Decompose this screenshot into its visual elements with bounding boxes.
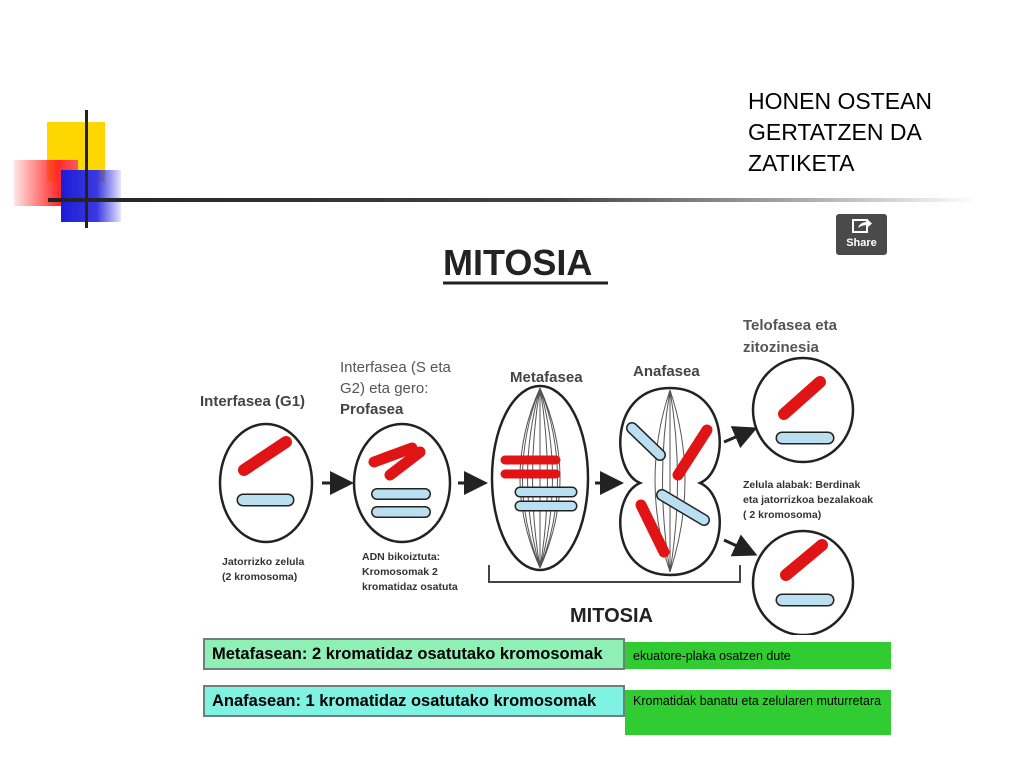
arrow-5 (724, 540, 752, 553)
cell-daughter-top (753, 358, 853, 462)
stage-title-metaphase: Metafasea (510, 369, 583, 386)
cell-anaphase (620, 388, 719, 575)
caption-telophase-line-1: Zelula alabak: Berdinak (743, 479, 860, 491)
caption-prophase-line-3: kromatidaz osatuta (362, 581, 458, 593)
decorative-horizontal-line (48, 198, 978, 202)
bracket-label: MITOSIA (570, 605, 653, 627)
metaphase-summary-box: Metafasean: 2 kromatidaz osatutako kromo… (203, 638, 625, 670)
caption-g1-line-2: (2 kromosoma) (222, 571, 297, 583)
metaphase-note: ekuatore-plaka osatzen dute (625, 642, 891, 669)
caption-telophase-line-3: ( 2 kromosoma) (743, 509, 821, 521)
stage-title-telophase-line-1: Telofasea eta (743, 317, 838, 334)
cell-prophase (354, 424, 450, 542)
slide-heading: HONEN OSTEAN GERTATZEN DA ZATIKETA (748, 86, 932, 179)
stage-title-prophase-line-1: Interfasea (S eta (340, 359, 452, 376)
heading-line-1: HONEN OSTEAN (748, 86, 932, 117)
decorative-blue-square (61, 170, 121, 222)
stage-title-anaphase: Anafasea (633, 363, 700, 380)
caption-g1-line-1: Jatorrizko zelula (222, 556, 304, 568)
diagram-title: MITOSIA (443, 242, 592, 283)
stage-title-prophase-bold: Profasea (340, 401, 404, 418)
anaphase-summary-box: Anafasean: 1 kromatidaz osatutako kromos… (203, 685, 625, 717)
anaphase-note: Kromatidak banatu eta zelularen muturret… (625, 690, 891, 735)
stage-title-g1: Interfasea (G1) (200, 393, 305, 410)
heading-line-2: GERTATZEN DA (748, 117, 932, 148)
arrow-4 (724, 430, 752, 442)
cell-metaphase (492, 386, 588, 570)
decorative-vertical-line (85, 110, 88, 228)
caption-prophase-line-1: ADN bikoiztuta: (362, 551, 440, 563)
stage-title-telophase-line-2: zitozinesia (743, 339, 820, 356)
share-icon (836, 214, 887, 238)
caption-prophase-line-2: Kromosomak 2 (362, 566, 438, 578)
cell-g1 (220, 424, 312, 542)
stage-title-prophase-line-2: G2) eta gero: (340, 380, 428, 397)
heading-line-3: ZATIKETA (748, 148, 932, 179)
caption-telophase-line-2: eta jatorrizkoa bezalakoak (743, 494, 873, 506)
mitosis-diagram: MITOSIA Interfasea (G1) Interfasea (S et… (190, 240, 890, 635)
cell-daughter-bottom (753, 531, 853, 635)
